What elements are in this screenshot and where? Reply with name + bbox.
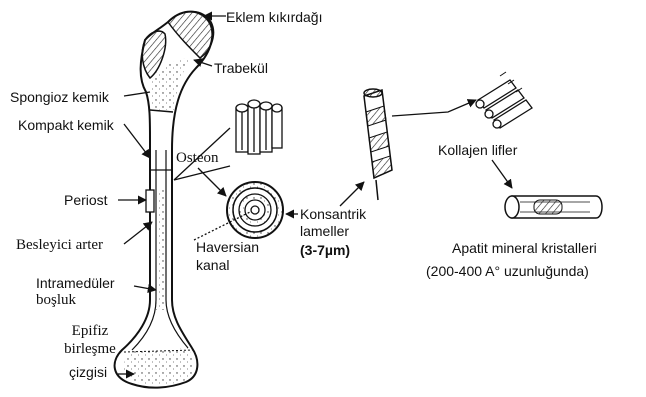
osteon-cluster: [236, 100, 282, 154]
label-concentric-line3: (3-7µm): [300, 242, 350, 258]
apatite-crystals: [505, 196, 602, 218]
periost-marker: [146, 190, 154, 212]
label-periost: Periost: [64, 192, 108, 208]
label-articular-cartilage: Eklem kıkırdağı: [226, 9, 322, 25]
collagen-fibers: [476, 72, 532, 128]
label-apatite-line1: Apatit mineral kristalleri: [452, 240, 597, 256]
label-medullary-line1: Intramedüler: [36, 275, 115, 291]
label-haversian-line1: Haversian: [196, 239, 259, 255]
label-compact-bone: Kompakt kemik: [18, 117, 114, 133]
distal-epiphysis: [123, 348, 193, 384]
label-osteon: Osteon: [176, 150, 219, 166]
label-apatite-line2: (200-400 A° uzunluğunda): [426, 263, 589, 279]
label-medullary-line2: boşluk: [36, 292, 76, 308]
label-epiphyseal-line3: çizgisi: [54, 364, 122, 380]
haversian-canal: [251, 206, 259, 214]
label-spongy-bone: Spongioz kemik: [10, 89, 109, 105]
label-concentric-line1: Konsantrik: [300, 206, 366, 222]
haversian-cross-section: [227, 182, 283, 238]
concentric-lamellae: [364, 89, 392, 200]
label-trabecula: Trabekül: [214, 60, 268, 76]
label-haversian-line2: kanal: [196, 257, 229, 273]
label-epiphyseal-line2: birleşme: [52, 341, 128, 357]
medullary-cavity: [156, 190, 166, 310]
label-epiphyseal-line1: Epifiz: [56, 323, 124, 339]
label-concentric-line2: lameller: [300, 223, 349, 239]
label-nutrient-artery: Besleyici arter: [16, 237, 103, 253]
label-collagen-fibers: Kollajen lifler: [438, 142, 517, 158]
